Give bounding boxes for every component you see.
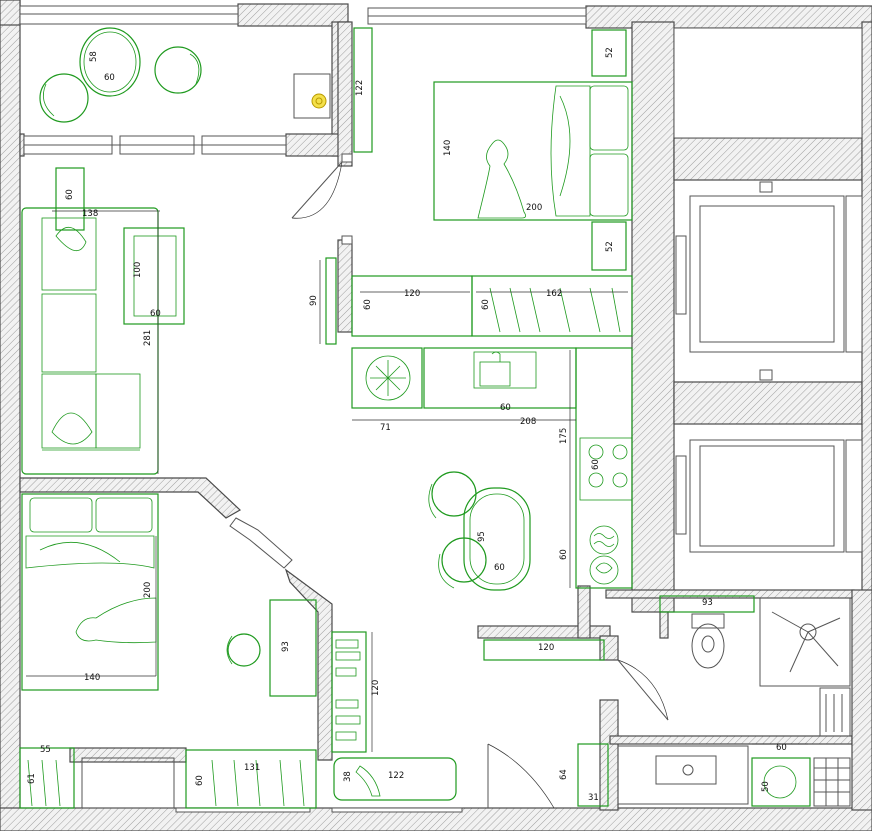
label-kitchen-lower-60: 60: [559, 549, 569, 560]
label-sofa-length: 281: [143, 330, 153, 346]
label-dryer: 50: [761, 781, 771, 792]
stove-icon: [579, 437, 633, 501]
label-table-width: 60: [104, 73, 115, 83]
nightstand-top: [591, 29, 627, 77]
label-corridor-cab: 120: [538, 643, 554, 653]
label-hall-wardrobe: 120: [371, 680, 381, 696]
label-dining-table-len: 95: [477, 531, 487, 542]
sink-icon: [473, 351, 537, 389]
label-kitchen-208: 208: [520, 417, 536, 427]
shower-icon: [771, 611, 841, 673]
label-hall-depth-2: 60: [481, 299, 491, 310]
balcony-table: [79, 27, 141, 97]
fridge: [351, 347, 423, 409]
balcony: 58 60: [39, 27, 331, 123]
wardrobe-bottom-2: [185, 749, 317, 809]
label-bed2-length: 200: [143, 582, 153, 598]
bed: [433, 81, 633, 221]
corridor-cabinet: [483, 639, 605, 661]
label-pouf: 60: [65, 189, 75, 200]
hall-wardrobe-2: [471, 275, 633, 337]
bath-cabinet: [659, 595, 755, 613]
nightstand-bottom: [591, 221, 627, 271]
label-chair-depth: 58: [89, 51, 99, 62]
label-bench-width: 122: [388, 771, 404, 781]
drying-grid: [813, 757, 851, 807]
bed-2: [21, 493, 159, 691]
label-sink-cab: 60: [500, 403, 511, 413]
dining-chair-top: [431, 471, 477, 517]
bedroom-2: 140 200 93 55 61 131 60: [19, 493, 317, 809]
vanity: [617, 745, 749, 805]
label-washer-depth: 64: [559, 769, 569, 780]
washer: [751, 757, 811, 807]
label-bath-cab: 93: [702, 598, 713, 608]
label-tv: 90: [309, 295, 319, 306]
label-nightstand-bottom: 52: [605, 241, 615, 252]
windows: [19, 5, 587, 813]
label-wardrobe-hall: 122: [355, 80, 365, 96]
dining-chair-bottom: [441, 537, 487, 583]
wardrobe-bottom: [19, 747, 75, 809]
person-icon: [477, 139, 526, 219]
towel-rail: [819, 687, 851, 737]
desk-chair: [227, 633, 261, 667]
radiator-icon: [311, 93, 327, 109]
label-kitchen-71: 71: [380, 423, 391, 433]
label-bed2-width: 140: [84, 673, 100, 683]
label-bed-width: 140: [443, 140, 453, 156]
hall-wardrobe: [331, 631, 367, 753]
tv: [325, 257, 337, 345]
label-wardrobe-bottom2-depth: 60: [195, 775, 205, 786]
kitchen-counter: [575, 347, 633, 589]
label-wardrobe-bottom-depth: 61: [27, 773, 37, 784]
snowflake-icon: [365, 355, 411, 401]
bathroom: 93 64 31 60 50: [559, 595, 851, 807]
kitchen: 60 71 208 60 175 60 95 60: [351, 347, 633, 591]
label-bed-length: 200: [526, 203, 542, 213]
label-dining-table-width: 60: [494, 563, 505, 573]
coffee-table: [123, 227, 185, 325]
label-washer-width: 31: [588, 793, 599, 803]
label-wardrobe-bottom2-width: 131: [244, 763, 260, 773]
label-wardrobe-bottom-width: 55: [40, 745, 51, 755]
service-rooms: [673, 27, 863, 553]
balcony-chair: [154, 46, 202, 94]
label-hall-cab-1: 120: [404, 289, 420, 299]
pouf: [55, 167, 85, 231]
boiler: [293, 73, 331, 119]
label-hall-depth-1: 60: [363, 299, 373, 310]
column: [81, 757, 175, 809]
shoe-icon: [355, 765, 381, 797]
label-coffee-table-len: 100: [133, 262, 143, 278]
pillow-icon: [51, 227, 93, 445]
living-room: 60 138 100 60 281 90: [21, 167, 337, 475]
toilet-icon: [691, 613, 725, 669]
bedroom: 122 52 52 140 200 120 60 162 60: [291, 27, 633, 337]
label-desk: 93: [281, 641, 291, 652]
label-bench-depth: 38: [343, 771, 353, 782]
hallway: 120 38 122 120: [331, 631, 605, 809]
balcony-chair-2: [39, 73, 89, 123]
bedroom-wardrobe: [353, 27, 373, 153]
label-shelf: 138: [82, 209, 98, 219]
shower-tray: [759, 597, 851, 687]
label-coffee-table-width: 60: [150, 309, 161, 319]
desk: [269, 599, 317, 697]
bench: [333, 757, 457, 801]
label-vanity: 60: [776, 743, 787, 753]
label-hall-cab-2: 162: [546, 289, 562, 299]
label-hob: 60: [591, 459, 601, 470]
dining-table: [463, 487, 531, 591]
person-icon: [75, 597, 157, 644]
laundry-basket: [577, 743, 609, 807]
wave-icon: [589, 525, 619, 555]
label-kitchen-175: 175: [559, 428, 569, 444]
bubbles-icon: [589, 555, 619, 585]
label-nightstand-top: 52: [605, 47, 615, 58]
